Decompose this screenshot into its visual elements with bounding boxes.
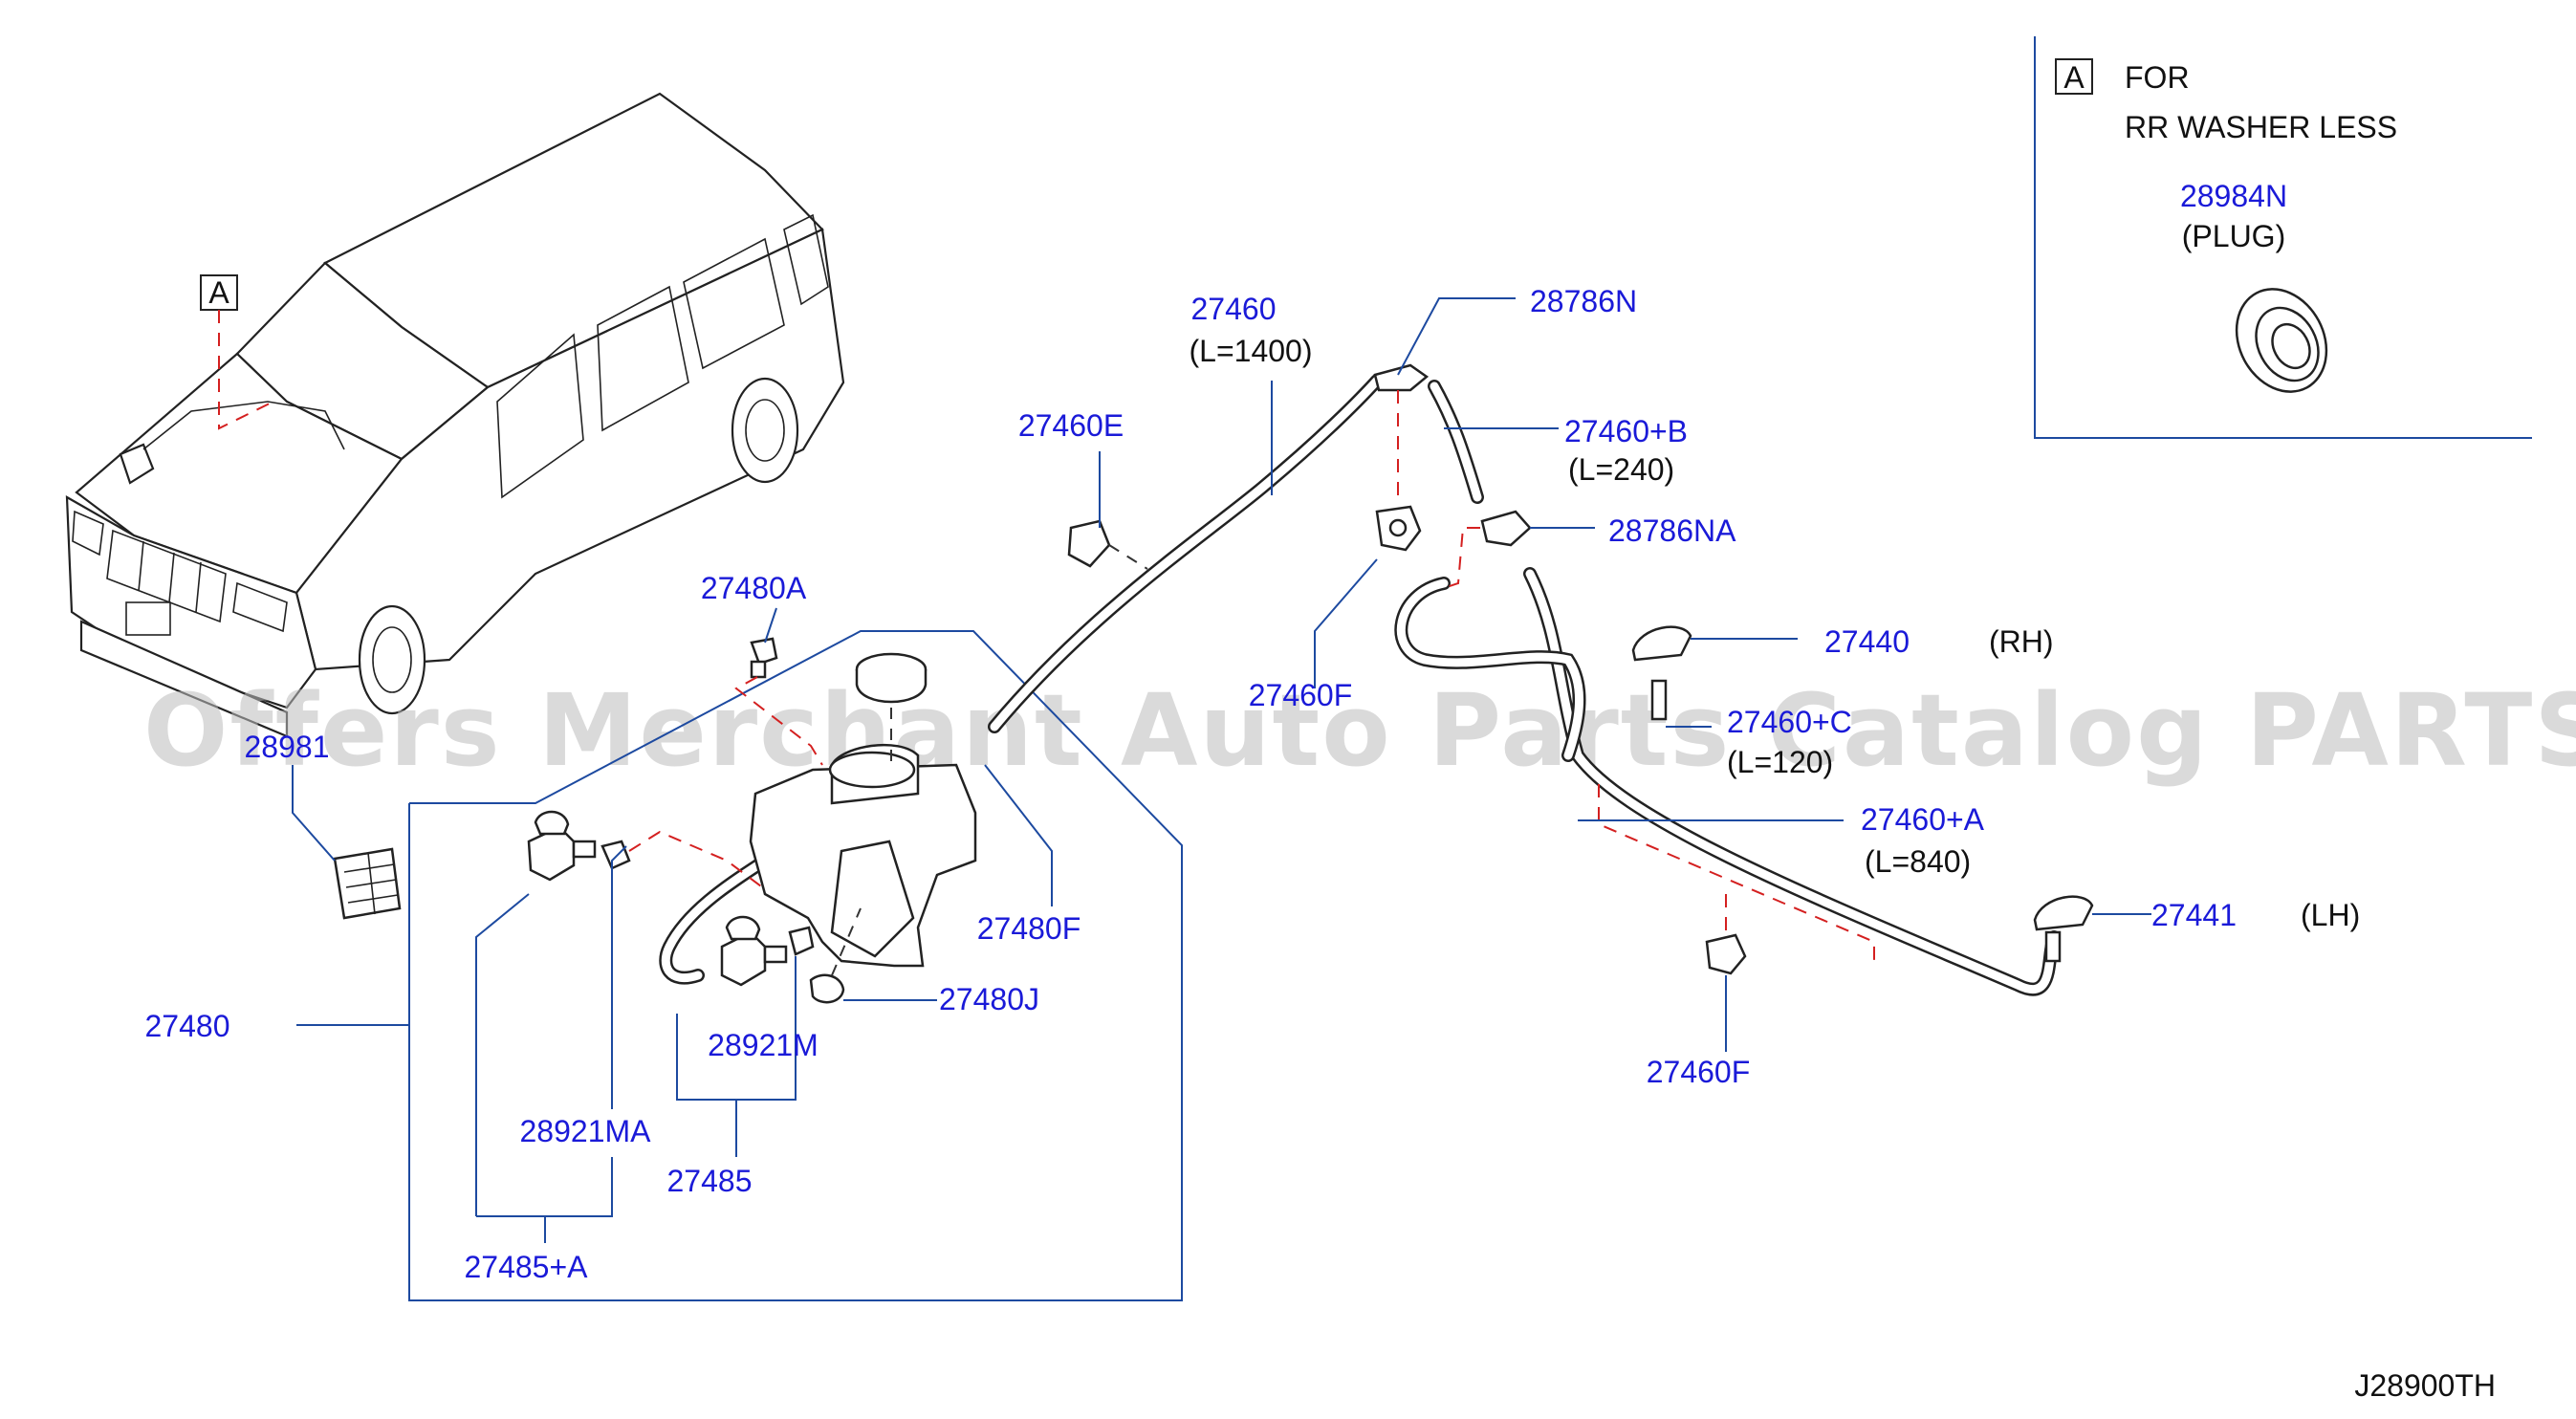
callout-28786NA[interactable]: 28786NA	[1608, 513, 1736, 548]
bolt-27480A-icon	[734, 637, 823, 766]
reservoir-assembly-frame	[408, 630, 1183, 1301]
inset-line1: FOR	[2125, 60, 2190, 95]
callout-27480A[interactable]: 27480A	[701, 571, 807, 605]
callout-27460C[interactable]: 27460+C	[1727, 705, 1852, 739]
callout-27460[interactable]: 27460	[1191, 292, 1277, 326]
callout-28921M[interactable]: 28921M	[708, 1028, 819, 1062]
len-27460A: (L=840)	[1865, 844, 1971, 879]
callout-28786N[interactable]: 28786N	[1530, 284, 1637, 318]
grommet-27480J-icon	[809, 907, 862, 1004]
vehicle-marker-a: A	[200, 274, 278, 430]
len-27460C: (L=120)	[1727, 745, 1833, 779]
clip-27460F-bottom-icon	[1705, 894, 1747, 975]
hose-reservoir-feed	[659, 854, 772, 985]
callout-27480J[interactable]: 27480J	[939, 982, 1039, 1016]
hose-27460	[988, 374, 1384, 733]
hose-27460-a	[1523, 567, 2061, 996]
inset-marker-box	[2055, 58, 2093, 95]
inset-part-name: (PLUG)	[2182, 219, 2285, 253]
callout-27480[interactable]: 27480	[145, 1009, 230, 1043]
inset-line2: RR WASHER LESS	[2125, 110, 2397, 144]
washer-pump-27485-icon	[720, 915, 815, 987]
callout-28981[interactable]: 28981	[245, 730, 330, 764]
watermark-text: Offers Merchant Auto Parts Catalog PARTS…	[143, 672, 2576, 789]
len-27460: (L=1400)	[1190, 334, 1313, 368]
callout-28921MA[interactable]: 28921MA	[520, 1114, 652, 1148]
clip-27460E-icon	[1067, 519, 1148, 570]
inset-rr-washer-less: A FOR RR WASHER LESS 28984N (PLUG)	[2034, 36, 2532, 439]
callout-27460B[interactable]: 27460+B	[1564, 414, 1688, 448]
connector-28786NA-icon	[1443, 510, 1532, 589]
leader-lines	[292, 297, 2151, 1243]
callout-28984N[interactable]: 28984N	[2180, 179, 2287, 213]
reservoir-cap-icon	[855, 652, 928, 765]
side-27440: (RH)	[1989, 624, 2054, 659]
hose-27460-b	[1428, 380, 1484, 504]
vehicle-suv-icon	[65, 92, 845, 738]
nozzle-27441-lh-icon	[2033, 895, 2094, 963]
svg-text:A: A	[208, 275, 229, 310]
len-27460B: (L=240)	[1568, 452, 1674, 487]
grille-28981-icon	[333, 847, 402, 920]
callout-27460E[interactable]: 27460E	[1018, 408, 1124, 443]
callout-27441[interactable]: 27441	[2151, 898, 2237, 932]
washer-pump-27485-a-icon	[527, 810, 766, 890]
inset-marker: A	[2063, 60, 2085, 95]
callout-27460F-top[interactable]: 27460F	[1249, 678, 1353, 712]
callout-27440[interactable]: 27440	[1824, 624, 1910, 659]
callout-27485A[interactable]: 27485+A	[464, 1250, 588, 1284]
nozzle-27440-rh-icon	[1631, 625, 1692, 721]
callout-27480F[interactable]: 27480F	[977, 911, 1081, 946]
clip-27460F-top-icon	[1375, 505, 1422, 552]
hose-loop	[1394, 577, 1586, 762]
connector-28786N-icon	[1373, 363, 1430, 497]
hose-routing-bracket	[1598, 784, 1875, 961]
callout-27460A[interactable]: 27460+A	[1861, 802, 1985, 837]
inset-border	[2034, 36, 2532, 439]
callout-27485[interactable]: 27485	[667, 1164, 753, 1198]
plug-icon	[2235, 288, 2328, 393]
side-27441: (LH)	[2301, 898, 2360, 932]
callout-27460F-bottom[interactable]: 27460F	[1647, 1055, 1751, 1089]
diagram-reference-code: J28900TH	[2354, 1368, 2496, 1403]
